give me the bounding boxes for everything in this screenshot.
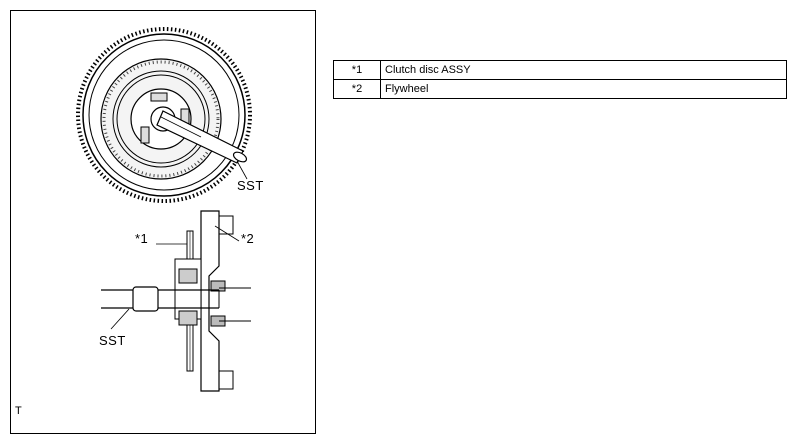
sst-label-top: SST	[237, 178, 264, 193]
legend-table: *1 Clutch disc ASSY *2 Flywheel	[333, 60, 787, 99]
illustration-panel: SST *1 *2 SST T	[10, 10, 316, 434]
callout-1-label: *1	[135, 231, 149, 246]
clutch-cross-section-view	[101, 210, 251, 392]
clutch-assembly-illustration	[76, 27, 252, 392]
legend-text: Flywheel	[380, 79, 787, 99]
legend-code: *1	[333, 60, 381, 80]
callout-2-label: *2	[241, 231, 255, 246]
figure-code: T	[15, 405, 22, 417]
legend-row: *2 Flywheel	[333, 79, 787, 99]
sst-label-bottom: SST	[99, 333, 126, 348]
flywheel-perspective-view	[76, 27, 252, 203]
legend-row: *1 Clutch disc ASSY	[333, 60, 787, 80]
legend-text: Clutch disc ASSY	[380, 60, 787, 80]
legend-code: *2	[333, 79, 381, 99]
